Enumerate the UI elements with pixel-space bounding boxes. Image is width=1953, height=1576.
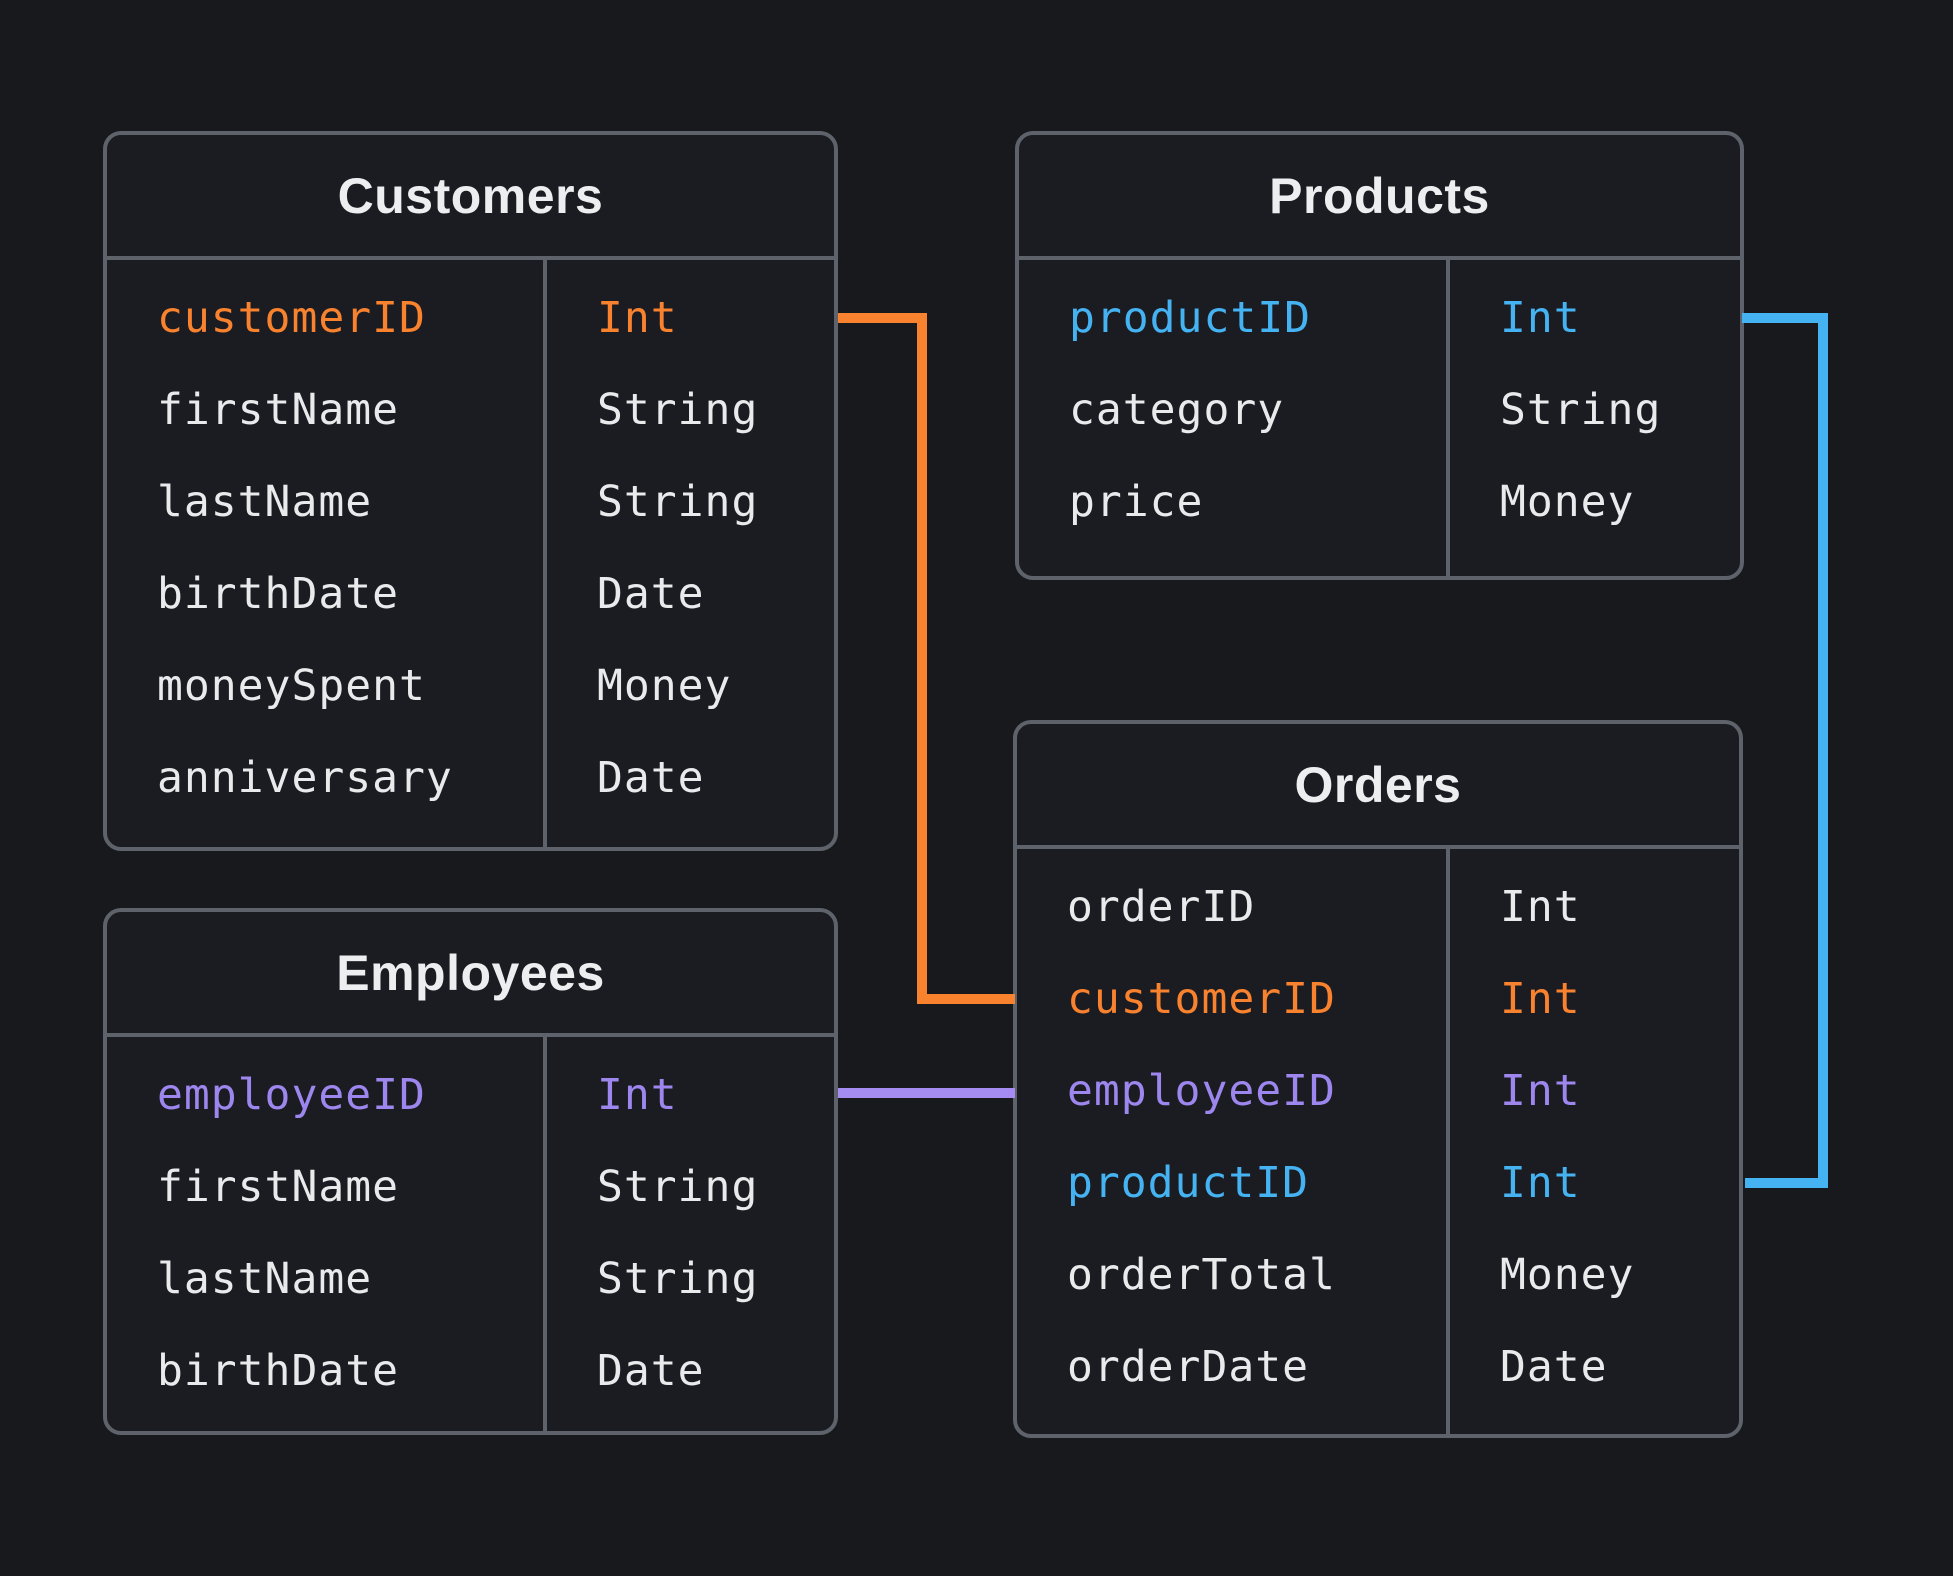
- field-name-orders-orderdate: orderDate: [1067, 1342, 1309, 1392]
- field-type-orders-orderid: Int: [1500, 882, 1581, 932]
- table-products-title: Products: [1269, 167, 1490, 224]
- table-products-body: productID category price Int String Mone…: [1019, 260, 1740, 576]
- field-type-employees-birthdate: Date: [597, 1346, 705, 1396]
- table-customers-header: Customers: [107, 135, 834, 260]
- field-type-orders-customerid: Int: [1500, 974, 1581, 1024]
- field-name-orders-customerid: customerID: [1067, 974, 1336, 1024]
- field-type-customers-birthdate: Date: [597, 569, 705, 619]
- field-type-customers-firstname: String: [597, 385, 759, 435]
- field-name-products-price: price: [1069, 477, 1204, 527]
- field-name-orders-productid: productID: [1067, 1158, 1309, 1208]
- field-name-customers-firstname: firstName: [157, 385, 399, 435]
- table-products[interactable]: Products productID category price Int St…: [1015, 131, 1744, 580]
- field-type-employees-employeeid: Int: [597, 1070, 678, 1120]
- field-type-customers-customerid: Int: [597, 293, 678, 343]
- field-type-orders-employeeid: Int: [1500, 1066, 1581, 1116]
- table-products-type-column: Int String Money: [1450, 260, 1740, 576]
- table-employees-header: Employees: [107, 912, 834, 1037]
- field-name-customers-lastname: lastName: [157, 477, 373, 527]
- field-name-employees-birthdate: birthDate: [157, 1346, 399, 1396]
- table-employees-type-column: Int String String Date: [547, 1037, 834, 1431]
- field-name-orders-ordertotal: orderTotal: [1067, 1250, 1336, 1300]
- table-orders-name-column: orderID customerID employeeID productID …: [1017, 849, 1450, 1434]
- field-name-employees-lastname: lastName: [157, 1254, 373, 1304]
- field-name-orders-employeeid: employeeID: [1067, 1066, 1336, 1116]
- field-name-customers-moneyspent: moneySpent: [157, 661, 426, 711]
- table-employees-title: Employees: [336, 944, 605, 1001]
- field-type-customers-moneyspent: Money: [597, 661, 732, 711]
- table-orders-type-column: Int Int Int Int Money Date: [1450, 849, 1739, 1434]
- table-employees-body: employeeID firstName lastName birthDate …: [107, 1037, 834, 1431]
- table-orders[interactable]: Orders orderID customerID employeeID pro…: [1013, 720, 1743, 1438]
- table-employees[interactable]: Employees employeeID firstName lastName …: [103, 908, 838, 1435]
- table-employees-name-column: employeeID firstName lastName birthDate: [107, 1037, 547, 1431]
- field-type-customers-lastname: String: [597, 477, 759, 527]
- table-orders-title: Orders: [1294, 756, 1462, 813]
- table-customers-type-column: Int String String Date Money Date: [547, 260, 834, 847]
- table-customers-body: customerID firstName lastName birthDate …: [107, 260, 834, 847]
- field-type-orders-productid: Int: [1500, 1158, 1581, 1208]
- field-type-products-price: Money: [1500, 477, 1635, 527]
- field-name-employees-firstname: firstName: [157, 1162, 399, 1212]
- field-type-orders-orderdate: Date: [1500, 1342, 1608, 1392]
- field-name-orders-orderid: orderID: [1067, 882, 1256, 932]
- field-name-customers-customerid: customerID: [157, 293, 426, 343]
- connector-customers-orders-line[interactable]: [838, 313, 1015, 1004]
- field-name-customers-birthdate: birthDate: [157, 569, 399, 619]
- connector-products-orders-line[interactable]: [1742, 313, 1828, 1188]
- field-name-customers-anniversary: anniversary: [157, 753, 453, 803]
- field-type-orders-ordertotal: Money: [1500, 1250, 1635, 1300]
- field-type-employees-lastname: String: [597, 1254, 759, 1304]
- table-products-name-column: productID category price: [1019, 260, 1450, 576]
- field-type-products-productid: Int: [1500, 293, 1581, 343]
- table-customers-name-column: customerID firstName lastName birthDate …: [107, 260, 547, 847]
- field-name-employees-employeeid: employeeID: [157, 1070, 426, 1120]
- table-customers-title: Customers: [337, 167, 604, 224]
- field-type-customers-anniversary: Date: [597, 753, 705, 803]
- table-orders-body: orderID customerID employeeID productID …: [1017, 849, 1739, 1434]
- field-type-products-category: String: [1500, 385, 1662, 435]
- field-name-products-category: category: [1069, 385, 1285, 435]
- table-customers[interactable]: Customers customerID firstName lastName …: [103, 131, 838, 851]
- field-name-products-productid: productID: [1069, 293, 1311, 343]
- table-products-header: Products: [1019, 135, 1740, 260]
- field-type-employees-firstname: String: [597, 1162, 759, 1212]
- table-orders-header: Orders: [1017, 724, 1739, 849]
